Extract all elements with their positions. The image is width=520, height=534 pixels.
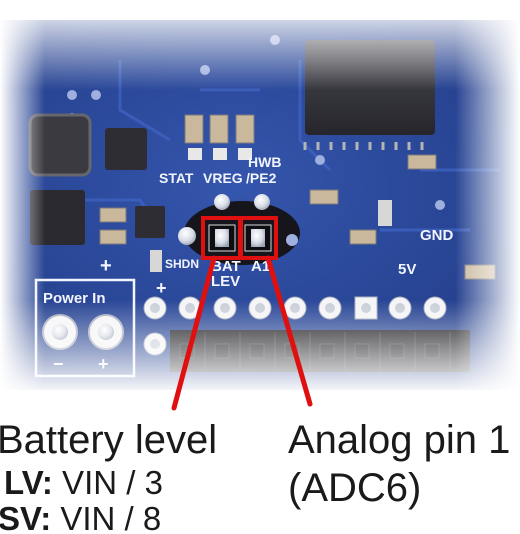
- hwb-pad: [254, 194, 270, 210]
- analog-callout-line: [265, 255, 313, 407]
- five-v-label: 5V: [398, 261, 416, 278]
- shdn-label: SHDN: [165, 257, 199, 271]
- lev-label: LEV: [211, 273, 240, 290]
- stat-pad: [214, 194, 230, 210]
- battery-callout-line: [171, 255, 217, 411]
- sv-divider-line: SV: VIN / 8: [0, 502, 161, 534]
- sv-value: VIN / 8: [51, 500, 162, 534]
- fade-right: [455, 0, 520, 400]
- battery-level-title: Battery level: [0, 418, 218, 462]
- lv-key: LV:: [4, 464, 53, 501]
- pe2-label: /PE2: [246, 170, 277, 186]
- stat-label: STAT: [159, 170, 194, 186]
- hwb-label: HWB: [248, 154, 281, 170]
- caption-area: [0, 392, 520, 534]
- lv-value: VIN / 3: [52, 464, 163, 501]
- fade-top: [0, 0, 520, 90]
- fade-left: [0, 0, 45, 400]
- jumper-via: [286, 234, 298, 246]
- a1-highlight: [238, 216, 278, 260]
- a1-label: A1: [251, 258, 270, 275]
- fade-bottom: [0, 300, 520, 395]
- bat-label: BAT: [211, 258, 241, 275]
- chip-pins: [303, 142, 424, 150]
- vreg-label: VREG: [203, 170, 243, 186]
- adc6-label: (ADC6): [288, 466, 422, 510]
- shdn-pad: [178, 227, 196, 245]
- plus-top-label: +: [156, 278, 167, 298]
- gnd-label: GND: [420, 227, 454, 244]
- plus-side-label: +: [100, 255, 112, 277]
- lv-divider-line: LV: VIN / 3: [4, 466, 163, 499]
- transistor: [135, 206, 165, 238]
- sv-key: SV:: [0, 500, 52, 534]
- charger-ic: [105, 128, 147, 170]
- analog-pin-title: Analog pin 1: [288, 418, 511, 462]
